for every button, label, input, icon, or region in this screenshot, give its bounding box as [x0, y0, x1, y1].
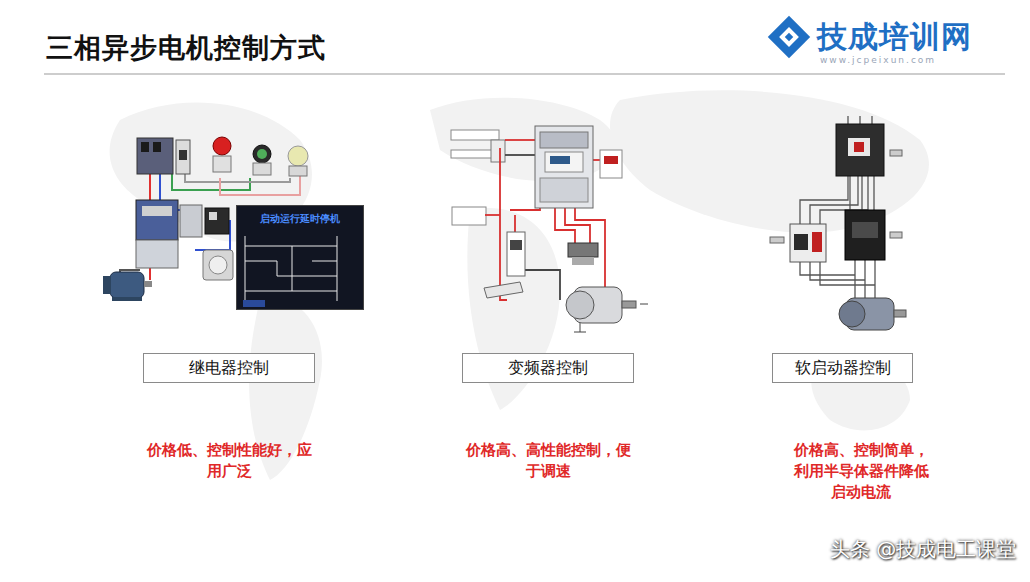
- logo-icon: [768, 16, 810, 58]
- world-map-ground: [110, 90, 929, 480]
- method-note: 价格高、控制简单，利用半导体器件降低启动电流: [787, 440, 935, 503]
- watermark: 头条 @技成电工课堂: [830, 536, 1016, 563]
- slide-title: 三相异步电机控制方式: [46, 30, 326, 66]
- method-label-box: 变频器控制: [462, 353, 634, 383]
- inverter-control-illustration: [451, 126, 648, 332]
- method-note: 价格高、高性能控制，便于调速: [466, 440, 631, 482]
- logo-text: 技成培训网: [817, 17, 972, 58]
- method-name: 变频器控制: [508, 358, 588, 379]
- header-rule: [44, 73, 1005, 75]
- logo-url: www.jcpeixun.com: [820, 55, 936, 65]
- method-label-box: 继电器控制: [143, 353, 315, 383]
- soft-starter-illustration: [770, 116, 906, 330]
- method-name: 继电器控制: [189, 358, 269, 379]
- method-label-box: 软启动器控制: [772, 353, 913, 383]
- method-name: 软启动器控制: [795, 358, 891, 379]
- circuit-panel: 启动运行延时停机: [236, 205, 364, 310]
- panel-caption: 启动运行延时停机: [237, 206, 363, 226]
- method-note: 价格低、控制性能好，应用广泛: [147, 440, 312, 482]
